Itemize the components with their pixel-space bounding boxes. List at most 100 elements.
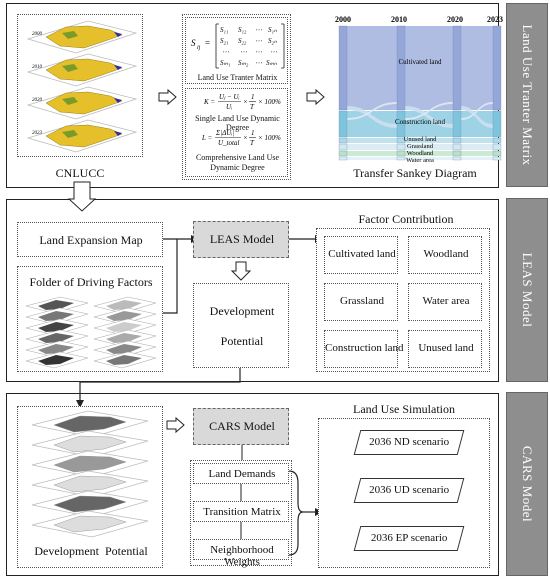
sankey-category-label: Grassland (407, 143, 434, 150)
sankey-flow (461, 151, 493, 156)
land-use-sim-title: Land Use Simulation (353, 402, 455, 416)
dev-potential-label: Development Potential (34, 544, 148, 558)
factor-raster (106, 355, 142, 365)
sankey-node (396, 137, 406, 144)
svg-text:U_total: U_total (218, 139, 239, 147)
sankey-flow (405, 151, 453, 156)
map-year-label: 2010 (32, 65, 43, 70)
factor-item-label: Woodland (423, 248, 469, 260)
sankey-flow (347, 26, 397, 110)
sankey-node (452, 156, 462, 161)
matrix-caption: Land Use Tranter Matrix (197, 73, 278, 82)
factor-raster (38, 300, 74, 310)
sankey-node (452, 25, 462, 111)
factor-contribution-title: Factor Contribution (358, 212, 454, 226)
transition-matrix-box: Transition Matrix (193, 501, 289, 522)
svg-text:S₂ₙ: S₂ₙ (268, 37, 277, 45)
single-formula: K = Uⱼ − Uᵢ Uᵢ × 1 T × 100% (203, 93, 281, 111)
dynamic-degree-box: K = Uⱼ − Uᵢ Uᵢ × 1 T × 100% Single Land … (185, 88, 288, 177)
sankey-node (338, 150, 348, 157)
sankey-flow (347, 138, 397, 143)
single-caption: Single Land Use Dynamic Degree (195, 114, 280, 132)
neighborhood-weights-box: Neighborhood Weights (193, 539, 289, 568)
dev-raster (53, 435, 127, 453)
svg-text:ij: ij (197, 45, 201, 51)
map-water-2010 (114, 65, 122, 70)
sankey-flow (347, 151, 397, 156)
svg-text:K =: K = (203, 98, 215, 106)
sankey-node (492, 156, 502, 161)
sankey-node (492, 25, 502, 111)
map-water-2020 (114, 98, 122, 103)
expansion-map-label: Land Expansion Map (39, 233, 143, 247)
svg-text:Uⱼ − Uᵢ: Uⱼ − Uᵢ (219, 93, 240, 101)
map-wood-2010 (62, 64, 78, 72)
svg-text:Uᵢ: Uᵢ (226, 103, 232, 111)
svg-text:⋯: ⋯ (255, 37, 262, 45)
sankey-cross-flow (405, 102, 453, 120)
sankey-flow (461, 157, 493, 160)
factor-raster (38, 333, 74, 343)
sankey-category-label: Cultivated land (399, 58, 442, 66)
map-region-2020 (45, 91, 123, 115)
sankey-node (452, 110, 462, 138)
sankey-cross-flow (461, 106, 493, 128)
sankey-cross-flow (461, 102, 493, 120)
leas-model-box: LEAS Model (193, 221, 289, 258)
svg-text:S₂₂: S₂₂ (238, 37, 247, 45)
svg-text:⋯: ⋯ (255, 26, 262, 34)
cnlucc-label: CNLUCC (55, 166, 105, 180)
factor-item: Construction land (324, 330, 404, 368)
sankey-node (396, 156, 406, 161)
map-year-label: 2000 (32, 32, 43, 37)
sankey-flow (405, 157, 453, 160)
sankey-category-label: Unused land (404, 136, 437, 143)
sankey-year: 2010 (391, 15, 407, 24)
sankey-node (338, 143, 348, 151)
svg-text:⋯: ⋯ (240, 48, 247, 56)
svg-text:⋯: ⋯ (222, 48, 229, 56)
sankey-node (396, 143, 406, 151)
factor-item-label: Grassland (340, 295, 384, 307)
svg-text:× 100%: × 100% (258, 98, 281, 106)
sankey-year: 2000 (335, 15, 351, 24)
svg-text:×: × (243, 98, 248, 106)
dev-potential-map-box: Development Potential (17, 406, 163, 568)
scenario-label: 2036 EP scenario (370, 532, 448, 544)
svg-text:S₂₁: S₂₁ (220, 37, 228, 45)
factor-raster (38, 311, 74, 321)
driving-factors-label: Folder of Driving Factors (29, 275, 153, 289)
sankey-category-label: Construction land (395, 118, 445, 126)
sidebar-label-3: CARS Model (520, 445, 535, 523)
map-year-label: 2023 (32, 131, 43, 136)
sankey-category-label: Water area (406, 157, 434, 164)
sankey-node (492, 143, 502, 151)
factor-item-label: Construction land (325, 342, 404, 354)
sankey-cross-flow (405, 106, 453, 128)
map-wood-2023 (62, 130, 78, 138)
arrow-leas-down (230, 261, 252, 281)
leas-model-label: LEAS Model (209, 232, 275, 246)
params-vertical-line (240, 484, 242, 539)
sidebar-row-1: Land Use Tranter Matrix (506, 3, 548, 187)
connector-potential-down (76, 368, 241, 408)
map-region-2023 (45, 124, 123, 148)
driving-factor-stacks (25, 296, 157, 369)
driving-factors-box: Folder of Driving Factors (17, 266, 163, 372)
factor-item: Woodland (408, 236, 482, 274)
map-region-2010 (45, 58, 123, 82)
dev-raster (53, 495, 127, 513)
arrow-to-sankey (306, 88, 325, 106)
factor-raster (106, 322, 142, 332)
svg-text:S₁₂: S₁₂ (238, 26, 247, 34)
factor-raster (38, 355, 74, 365)
map-water-2000 (114, 32, 122, 37)
factor-raster (106, 333, 142, 343)
svg-text:Sₘₙ: Sₘₙ (266, 59, 277, 67)
map-water-2023 (114, 131, 122, 136)
sankey-flow (405, 138, 453, 143)
sankey-flow (461, 138, 493, 143)
